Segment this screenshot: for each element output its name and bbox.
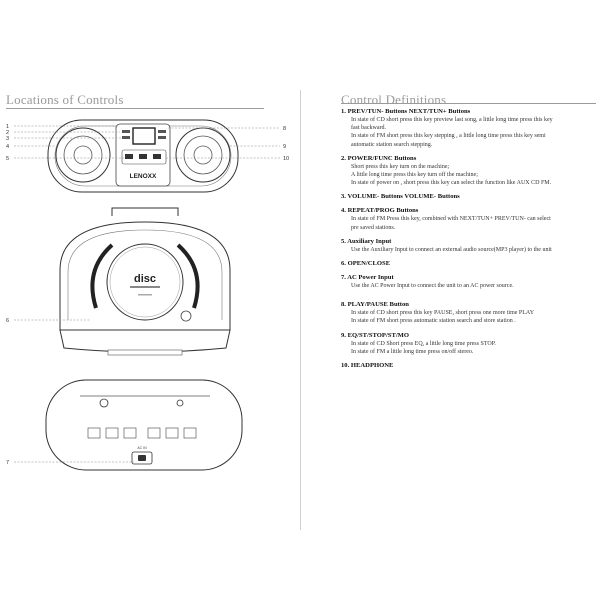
brand-logo: LENOXX — [130, 173, 157, 180]
definition-line: In state of FM a little long time press … — [351, 348, 474, 355]
definition-line: In state of FM short press automatic sta… — [351, 318, 516, 325]
definition-line: In state of CD Short press EQ, a little … — [351, 340, 496, 347]
panel-divider — [300, 90, 301, 530]
left-heading-rule — [6, 108, 264, 109]
front-leaders — [14, 125, 280, 159]
callout-7: 7 — [6, 460, 9, 466]
definition-line: automatic station search stepping. — [351, 141, 433, 148]
definition-title: 9. EQ/ST/STOP/ST/MO — [341, 331, 410, 339]
definition-line: In state of power on , short press this … — [351, 180, 552, 187]
definition-line: fast backward. — [351, 125, 386, 132]
definition-item: 7. AC Power Input Use the AC Power Input… — [341, 273, 596, 290]
definition-title: 1. PREV/TUN- Buttons NEXT/TUN+ Buttons — [341, 108, 471, 115]
disc-logo: disc — [134, 273, 156, 285]
definition-title: 10. HEADPHONE — [341, 362, 394, 370]
locations-heading: Locations of Controls — [6, 92, 124, 107]
definition-item: 9. EQ/ST/STOP/ST/MO In state of CD Short… — [341, 331, 596, 356]
definition-item: 3. VOLUME- Buttons VOLUME- Buttons — [341, 192, 596, 201]
front-view: LENOXX — [47, 119, 239, 193]
definition-item: 2. POWER/FUNC Buttons Short press this k… — [341, 154, 596, 188]
definition-title: 2. POWER/FUNC Buttons — [341, 154, 417, 162]
definition-item: 5. Auxiliary Input Use the Auxiliary Inp… — [341, 237, 596, 254]
callout-1: 1 — [6, 124, 9, 130]
callout-2: 2 — [6, 130, 9, 136]
callout-4: 4 — [6, 144, 9, 150]
definition-item: 1. PREV/TUN- Buttons NEXT/TUN+ Buttons I… — [341, 107, 596, 149]
callout-10: 10 — [283, 156, 289, 162]
definition-line: Use the Auxiliary Input to connect an ex… — [351, 246, 552, 253]
definition-title: 3. VOLUME- Buttons VOLUME- Buttons — [341, 193, 460, 201]
right-heading-rule — [341, 103, 596, 104]
callout-9: 9 — [283, 144, 286, 150]
definitions-list: 1. PREV/TUN- Buttons NEXT/TUN+ Buttons I… — [341, 107, 596, 375]
callout-3: 3 — [6, 136, 9, 142]
definition-title: 5. Auxiliary Input — [341, 237, 392, 245]
definition-item: 10. HEADPHONE — [341, 361, 596, 370]
definition-line: A little long time press this key turn o… — [351, 172, 478, 179]
definition-title: 8. PLAY/PAUSE Button — [341, 301, 409, 309]
ac-in-label: AC IN — [137, 446, 147, 450]
definition-line: In state of FM short press this key step… — [351, 133, 546, 140]
definition-line: pre saved stations. — [351, 224, 396, 231]
back-view: AC IN — [45, 379, 243, 471]
callout-6: 6 — [6, 318, 9, 324]
definition-line: In state of FM Press this key, combined … — [351, 216, 551, 223]
definitions-heading: Control Definitions — [341, 92, 447, 107]
definition-item: 4. REPEAT/PROG Buttons In state of FM Pr… — [341, 206, 596, 231]
definition-line: In state of CD short press this key PAUS… — [351, 310, 535, 317]
callout-5: 5 — [6, 156, 9, 162]
definition-title: 6. OPEN/CLOSE — [341, 260, 391, 268]
definition-line: Use the AC Power Input to connect the un… — [351, 283, 514, 290]
top-view: disc — [59, 207, 231, 356]
boombox-diagrams: LENOXX 1 2 3 4 5 8 9 10 — [6, 119, 289, 471]
definition-item: 8. PLAY/PAUSE Button In state of CD shor… — [341, 300, 596, 325]
definition-line: In state of CD short press this key prev… — [351, 117, 553, 123]
definition-title: 4. REPEAT/PROG Buttons — [341, 207, 419, 215]
definition-item: 6. OPEN/CLOSE — [341, 259, 596, 268]
definition-line: Short press this key turn on the machine… — [351, 163, 450, 170]
definition-title: 7. AC Power Input — [341, 274, 394, 282]
callout-8: 8 — [283, 126, 286, 132]
